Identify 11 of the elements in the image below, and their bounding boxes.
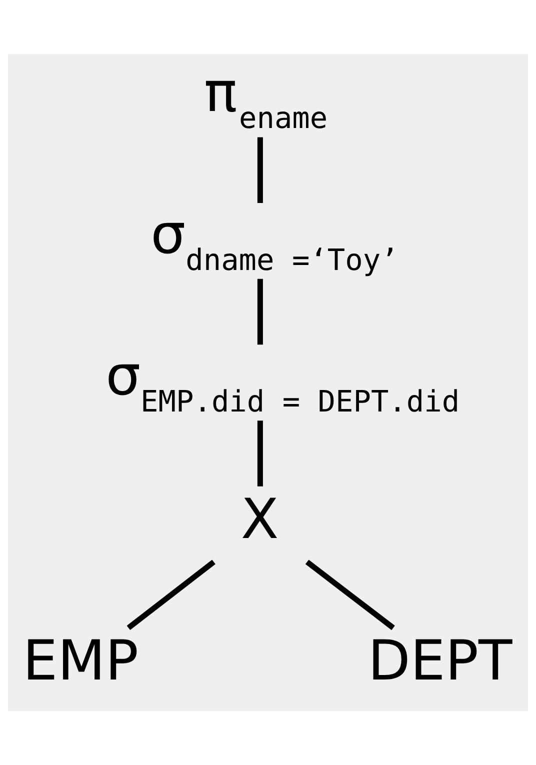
node-text: σ$_{dname =‘Toy’}$	[150, 202, 398, 277]
node-text: π$_{ename}$	[204, 61, 328, 136]
connector	[257, 278, 263, 345]
node-text: X	[240, 488, 279, 552]
node-text: DEPT	[368, 630, 512, 694]
connector	[305, 560, 395, 630]
node-text: σ$_{EMP.did = DEPT.did}$	[106, 344, 460, 418]
connector	[257, 137, 263, 203]
connector	[126, 560, 216, 630]
node-text: EMP	[22, 630, 139, 694]
connector	[257, 420, 263, 486]
